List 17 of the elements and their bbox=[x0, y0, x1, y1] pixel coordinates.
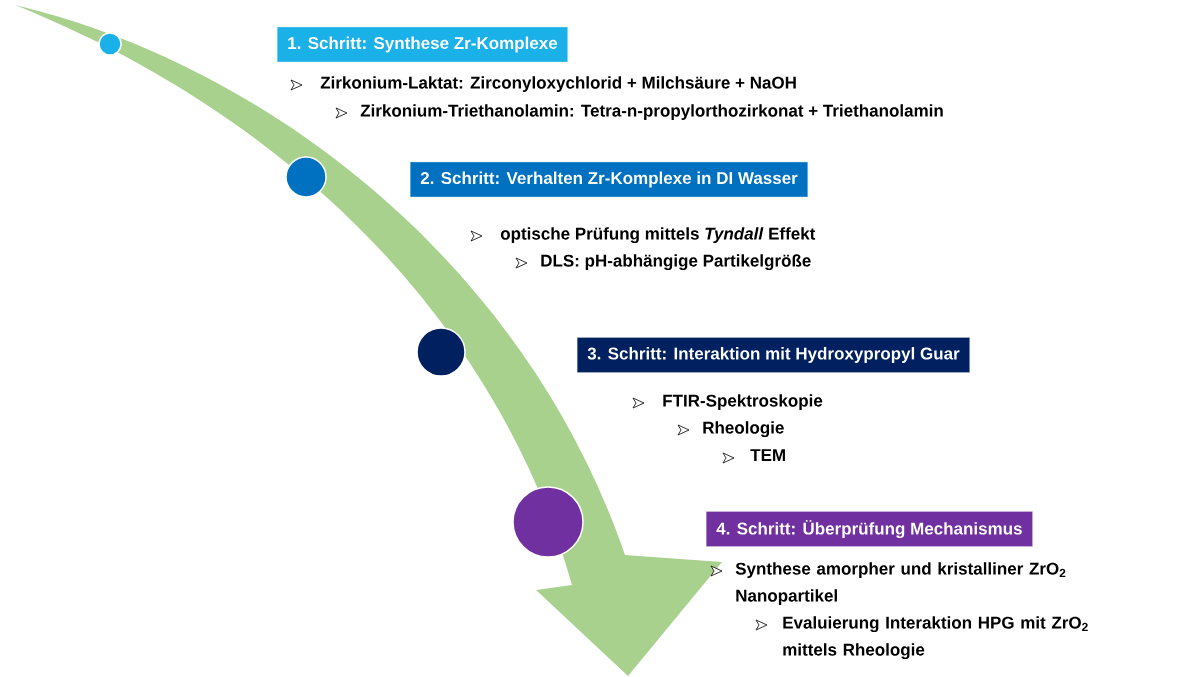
bullet-text: TEM bbox=[750, 449, 785, 461]
bullet-text: Zirkonium-Laktat: Zirconyloxychlorid + Milchsäure + NaOH bbox=[320, 76, 796, 93]
bullet-text: DLS: pH-abhängige Partikelgröße bbox=[541, 254, 811, 271]
bullet-text: Zirkonium-Triethanolamin: Tetra-n-propylorthozirkonat + Triethanolamin bbox=[360, 104, 943, 121]
bullet-text: Rheologie bbox=[703, 421, 784, 438]
circle-marker bbox=[285, 156, 327, 198]
circle-marker bbox=[98, 32, 122, 56]
circle-marker bbox=[416, 327, 466, 377]
bullet-text: Evaluierung Interaktion HPG mit ZrO$_{2}$ mittels Rheologie bbox=[783, 616, 1088, 660]
circle-marker bbox=[512, 486, 584, 558]
step-heading-box: 1. Schritt: Synthese Zr-Komplexe bbox=[277, 26, 568, 63]
step-heading-box: 4. Schritt: Überprüfung Mechanismus bbox=[706, 511, 1033, 547]
bullet-text: FTIR-Spektroskopie bbox=[663, 394, 823, 411]
step-heading-box: 3. Schritt: Interaktion mit Hydroxypropyl Guar bbox=[577, 337, 970, 373]
bullet-text: optische Prüfung mittels Tyndall Effekt bbox=[500, 227, 816, 244]
step-heading-box: 2. Schritt: Verhalten Zr-Komplexe in DI Wasser bbox=[410, 161, 808, 198]
bullet-text: Synthese amorpher und kristalliner ZrO$_{2}$ Nanopartikel bbox=[735, 562, 1066, 606]
